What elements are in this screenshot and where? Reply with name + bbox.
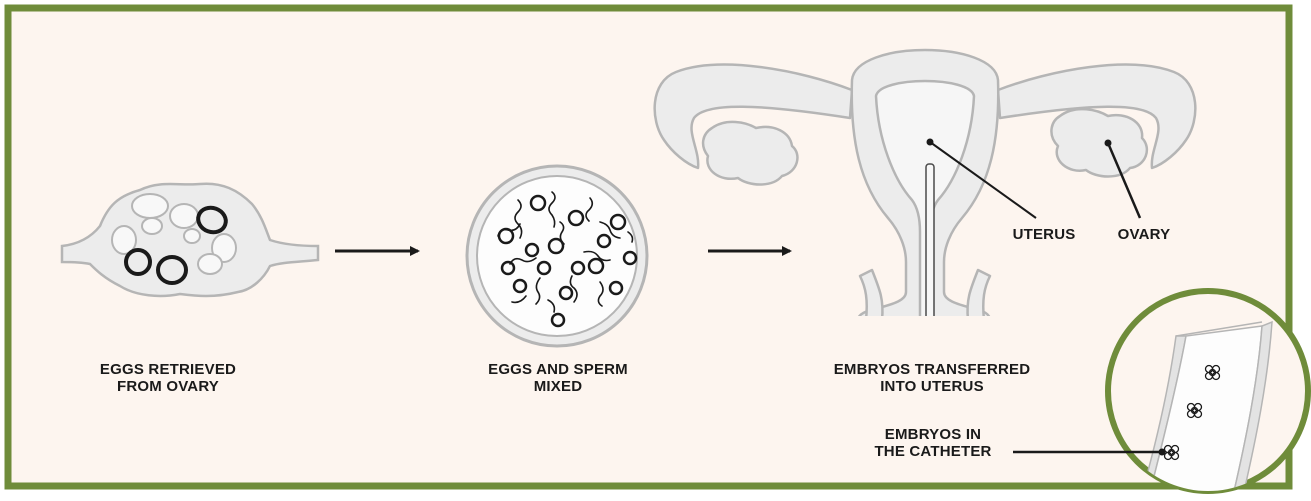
ovary-label: OVARY: [1104, 226, 1184, 243]
step-2-line-1: EGGS AND SPERM: [468, 361, 648, 378]
step-1-line-1: EGGS RETRIEVED: [80, 361, 256, 378]
step-2-caption: EGGS AND SPERM MIXED: [468, 361, 648, 395]
petri-dish-icon: [467, 166, 647, 346]
catheter-magnifier-icon: [1108, 291, 1308, 496]
step-3-line-2: INTO UTERUS: [812, 378, 1052, 395]
catheter-label-line-2: THE CATHETER: [858, 443, 1008, 460]
catheter-label-line-1: EMBRYOS IN: [858, 426, 1008, 443]
step-3-line-1: EMBRYOS TRANSFERRED: [812, 361, 1052, 378]
step-1-line-2: FROM OVARY: [80, 378, 256, 395]
step-2-line-2: MIXED: [468, 378, 648, 395]
catheter: [926, 164, 934, 320]
catheter-label: EMBRYOS IN THE CATHETER: [858, 426, 1008, 460]
uterus-label: UTERUS: [1000, 226, 1088, 243]
step-1-caption: EGGS RETRIEVED FROM OVARY: [80, 361, 256, 395]
step-3-caption: EMBRYOS TRANSFERRED INTO UTERUS: [812, 361, 1052, 395]
